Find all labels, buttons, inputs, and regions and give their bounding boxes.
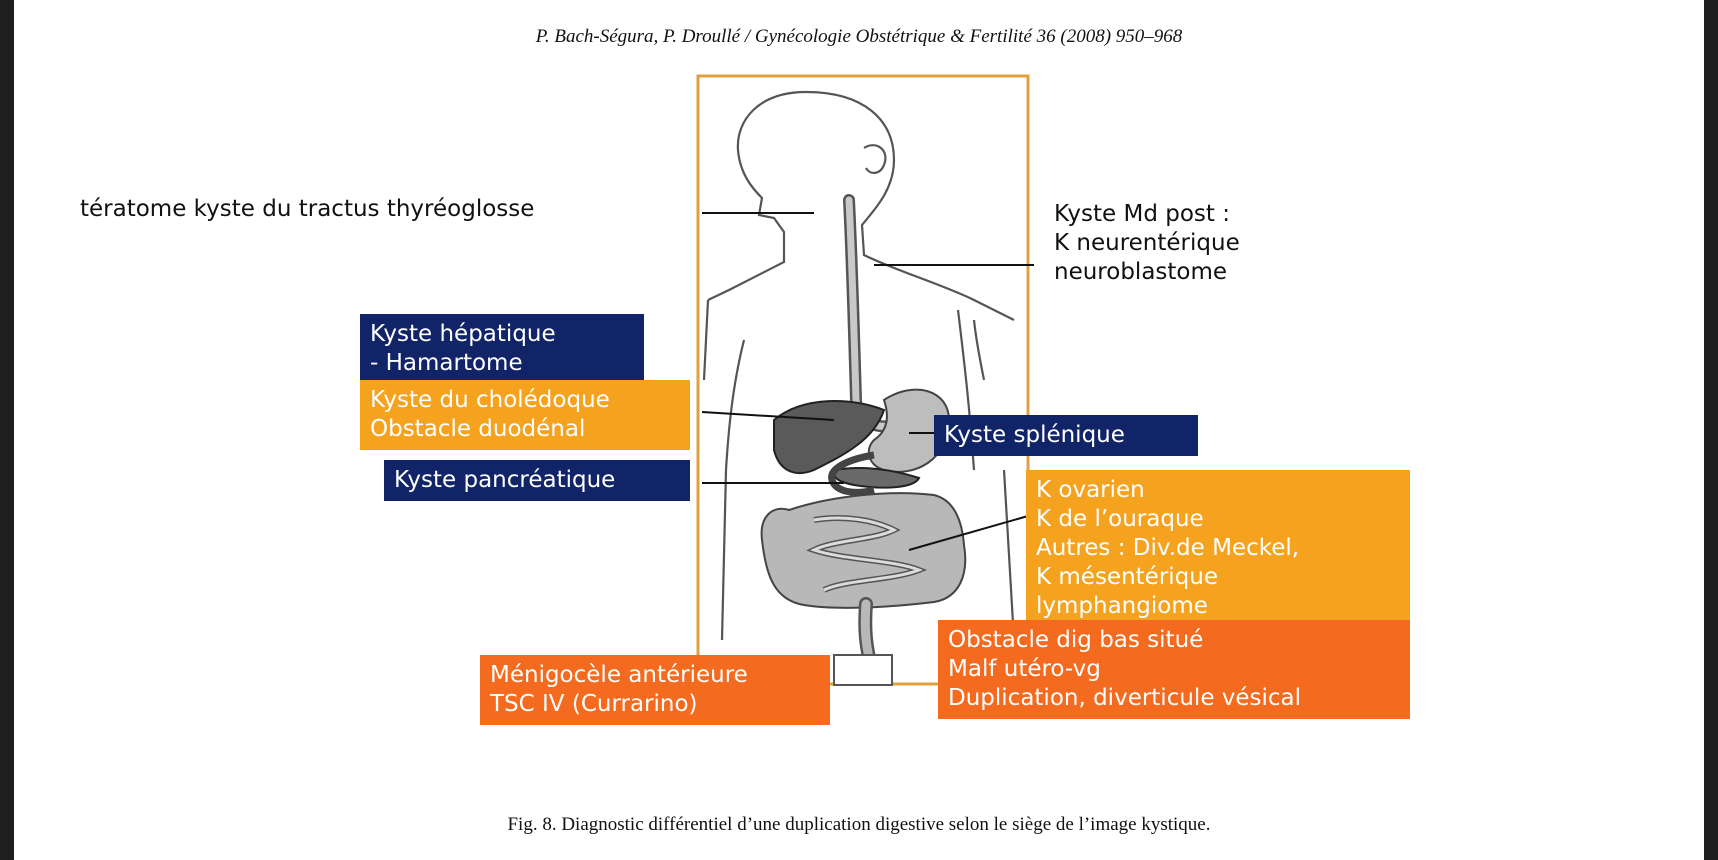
label-hepatique-line-1: Kyste hépatique [370, 320, 634, 349]
back-outline [806, 92, 1014, 320]
label-bas-line-1: Obstacle dig bas situé [948, 626, 1400, 655]
right-arm-outline [974, 320, 984, 380]
label-ovarien-line-4: K mésentérique [1036, 563, 1400, 592]
label-mediastin-line-2: K neurentérique [1054, 229, 1240, 258]
ear-outline [864, 145, 885, 173]
left-arm-outline [704, 300, 708, 380]
label-splenique: Kyste splénique [934, 415, 1198, 456]
hip-outline [722, 470, 726, 640]
label-hepatique-line-2: - Hamartome [370, 349, 634, 378]
colon [762, 493, 966, 608]
liver [774, 401, 884, 473]
label-thyreoglosse: tératome kyste du tractus thyréoglosse [80, 195, 534, 224]
head-outline [708, 92, 806, 300]
label-bas-line-2: Malf utéro-vg [948, 655, 1400, 684]
label-choledoque-line-2: Obstacle duodénal [370, 415, 680, 444]
label-meningocele-line-1: Ménigocèle antérieure [490, 661, 820, 690]
child-anatomy-illustration [14, 0, 1704, 860]
label-ovarien-line-2: K de l’ouraque [1036, 505, 1400, 534]
torso-left-outline [726, 340, 744, 470]
label-bas-line-3: Duplication, diverticule vésical [948, 684, 1400, 713]
label-ovarien-line-5: lymphangiome [1036, 592, 1400, 621]
document-page: P. Bach-Ségura, P. Droullé / Gynécologie… [14, 0, 1704, 860]
label-mediastin-line-1: Kyste Md post : [1054, 200, 1240, 229]
hip-right-outline [1004, 470, 1014, 640]
bladder [834, 655, 892, 685]
label-bas: Obstacle dig bas situé Malf utéro-vg Dup… [938, 620, 1410, 719]
label-ovarien-line-3: Autres : Div.de Meckel, [1036, 534, 1400, 563]
label-mediastin: Kyste Md post : K neurentérique neurobla… [1054, 200, 1240, 287]
label-pancreatique: Kyste pancréatique [384, 460, 690, 501]
label-ovarien-line-1: K ovarien [1036, 476, 1400, 505]
label-choledoque: Kyste du cholédoque Obstacle duodénal [360, 380, 690, 450]
label-ovarien: K ovarien K de l’ouraque Autres : Div.de… [1026, 470, 1410, 627]
figure-caption: Fig. 8. Diagnostic différentiel d’une du… [14, 814, 1704, 836]
label-meningocele: Ménigocèle antérieure TSC IV (Currarino) [480, 655, 830, 725]
label-meningocele-line-2: TSC IV (Currarino) [490, 690, 820, 719]
label-mediastin-line-3: neuroblastome [1054, 258, 1240, 287]
label-hepatique: Kyste hépatique - Hamartome [360, 314, 644, 384]
label-choledoque-line-1: Kyste du cholédoque [370, 386, 680, 415]
